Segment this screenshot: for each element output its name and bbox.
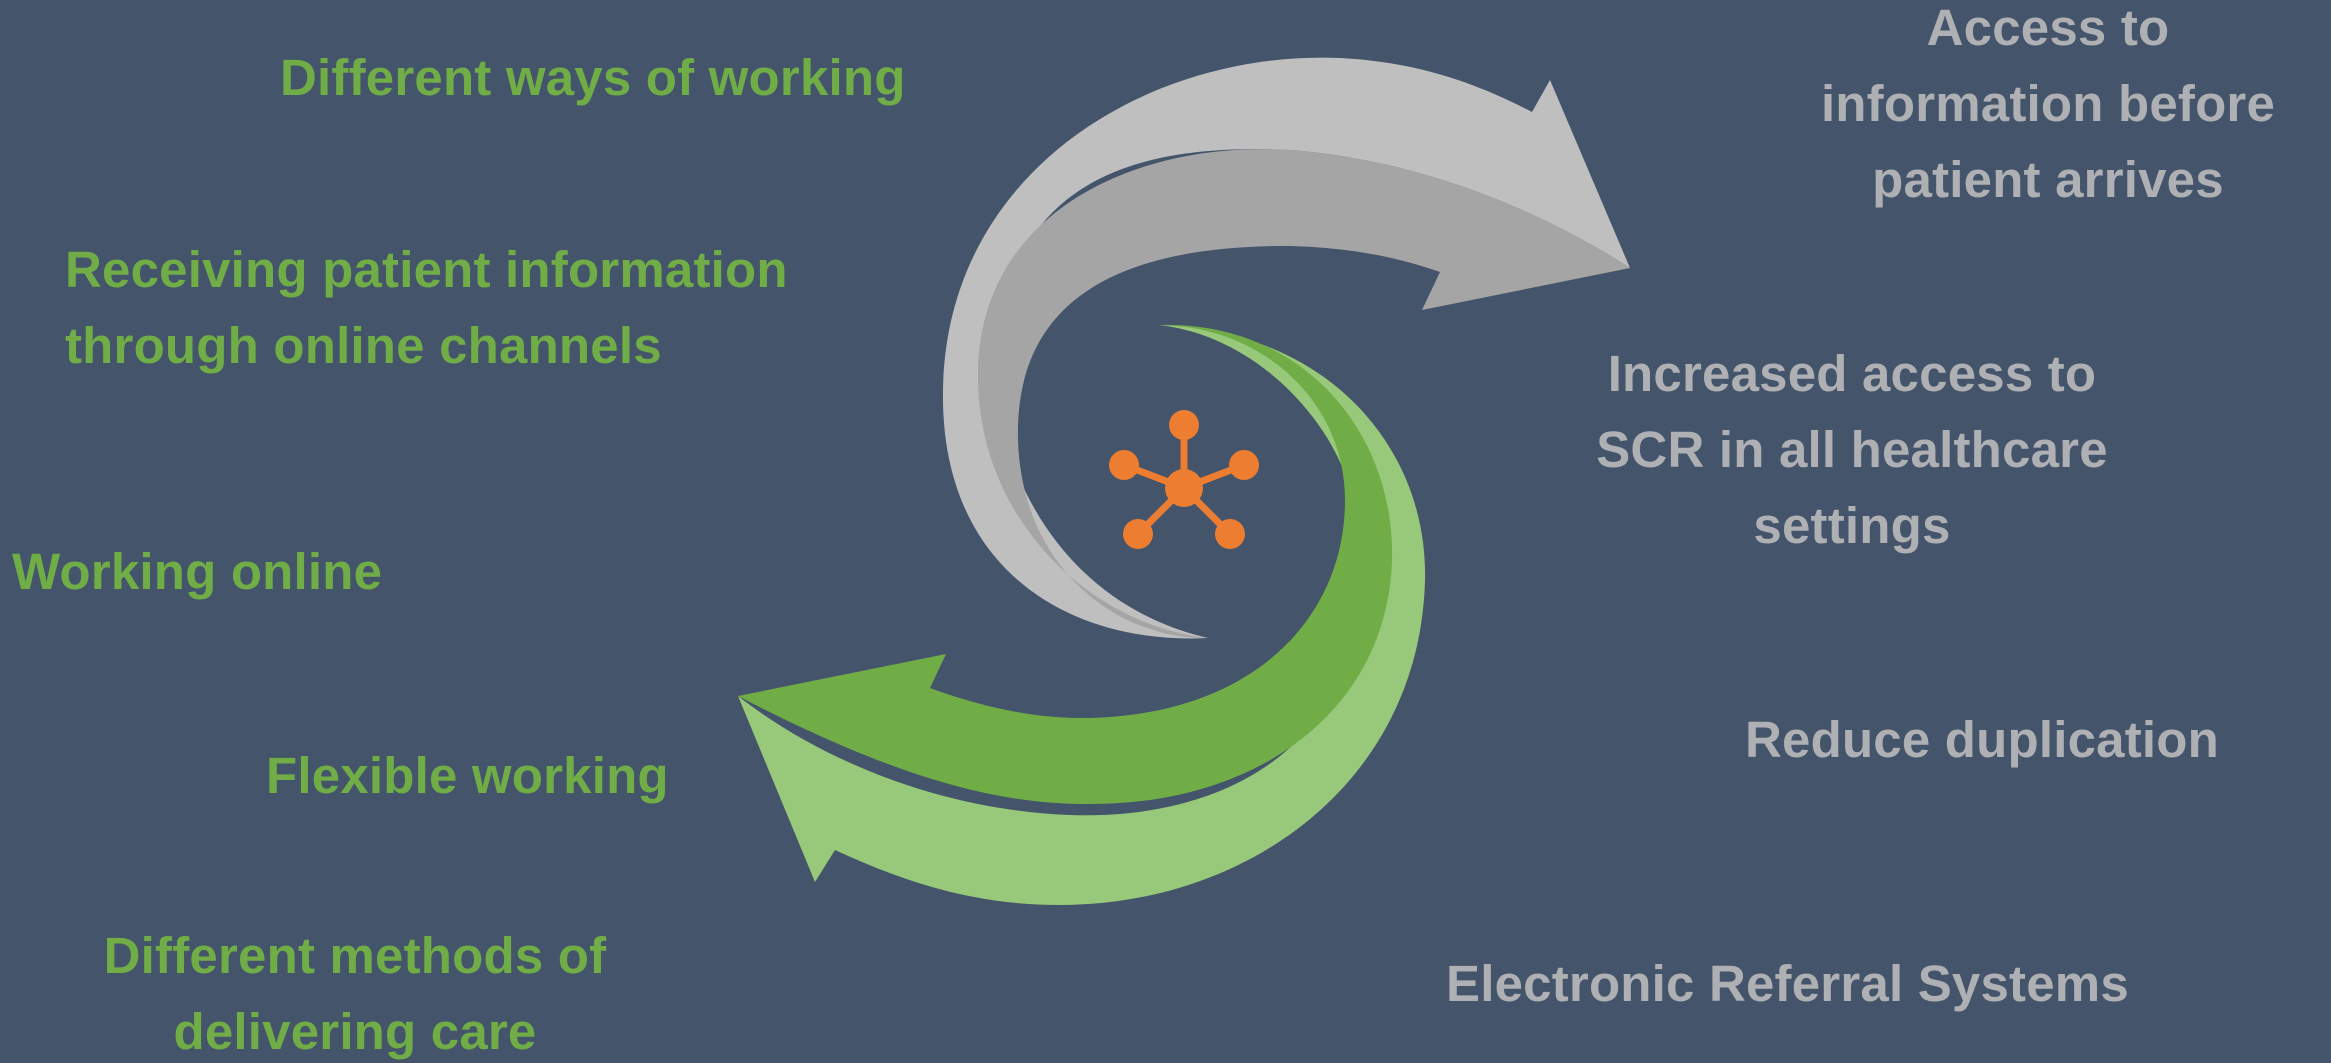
label-electronic-referral-systems: Electronic Referral Systems [1446, 955, 2129, 1012]
grey-arrow-outer-band [942, 57, 1630, 639]
label-receiving-patient-information: Receiving patient information through on… [65, 241, 788, 374]
green-arrow [738, 324, 1426, 905]
green-arrow-outer-band [738, 325, 1426, 905]
grey-arrow-inner-band [977, 149, 1630, 639]
label-different-methods-of-delivering-care: Different methods of delivering care [103, 927, 607, 1060]
label-access-to-information-before-patient-arrives: Access to information before patient arr… [1820, 0, 2276, 208]
label-reduce-duplication: Reduce duplication [1745, 711, 2219, 768]
green-arrow-inner-band [738, 324, 1393, 805]
label-different-ways-of-working: Different ways of working [280, 49, 906, 106]
grey-arrow [942, 57, 1630, 639]
label-increased-access-to-scr: Increased access to SCR in all healthcar… [1596, 345, 2108, 554]
label-working-online: Working online [12, 543, 383, 600]
label-flexible-working: Flexible working [266, 747, 669, 804]
network-hub-icon [1109, 410, 1259, 549]
